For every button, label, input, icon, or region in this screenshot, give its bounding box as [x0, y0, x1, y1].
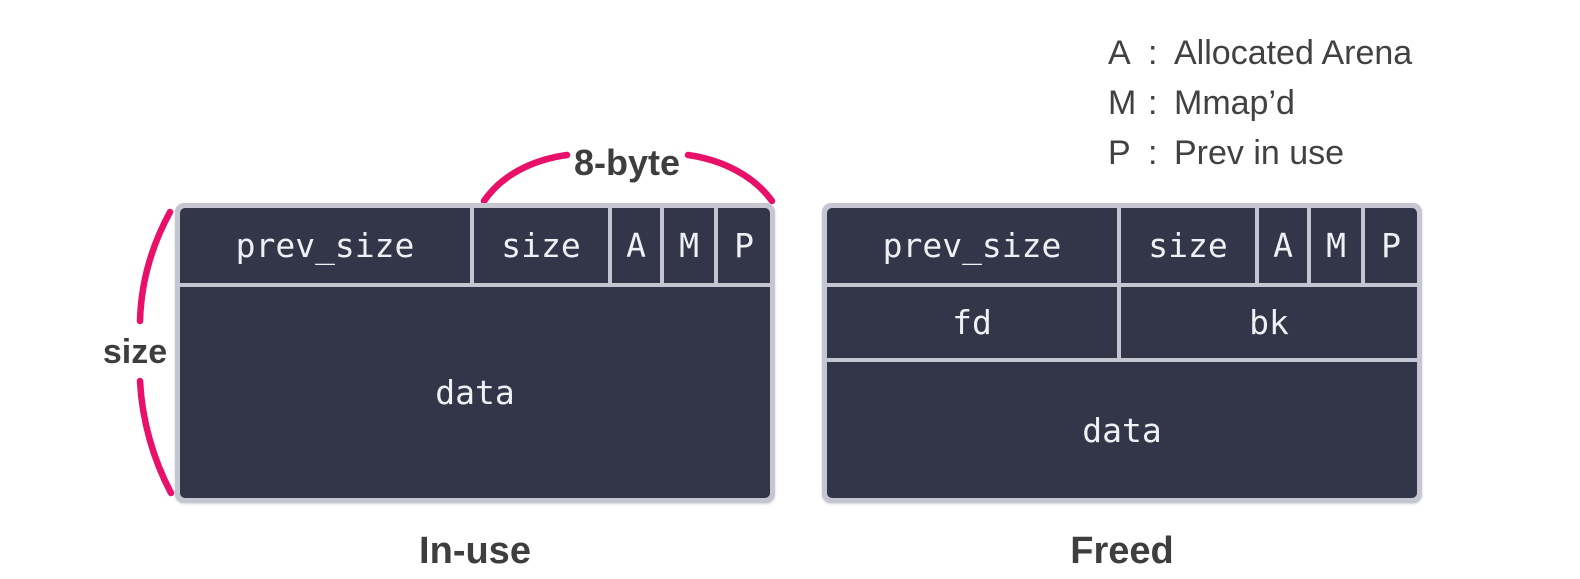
- freed-flag-a-cell: A: [1259, 208, 1307, 283]
- size-brace-bottom-arc: [136, 377, 175, 497]
- freed-chunk: prev_size size A M P fd bk data: [822, 203, 1422, 503]
- inuse-chunk-grid: prev_size size A M P data: [180, 208, 770, 498]
- legend-row-allocated-arena: A : Allocated Arena: [1108, 28, 1412, 78]
- inuse-caption: In-use: [419, 530, 531, 572]
- legend-colon: :: [1148, 83, 1158, 122]
- freed-fd-cell: fd: [827, 287, 1117, 358]
- chunk-size-label: size: [102, 333, 168, 371]
- inuse-flag-a-cell: A: [612, 208, 660, 283]
- inuse-prev-size-cell: prev_size: [180, 208, 470, 283]
- inuse-data-cell: data: [180, 287, 770, 498]
- legend-colon: :: [1148, 133, 1158, 172]
- legend: A : Allocated Arena M : Mmap’d P : Prev …: [1108, 28, 1412, 178]
- legend-row-prev-in-use: P : Prev in use: [1108, 128, 1412, 178]
- legend-key: P: [1108, 133, 1131, 172]
- legend-key: M: [1108, 83, 1137, 122]
- legend-label: Prev in use: [1174, 133, 1345, 172]
- inuse-chunk: prev_size size A M P data: [175, 203, 775, 503]
- inuse-size-cell: size: [474, 208, 608, 283]
- legend-key: A: [1108, 33, 1131, 72]
- freed-caption: Freed: [1070, 530, 1174, 572]
- freed-bk-cell: bk: [1121, 287, 1417, 358]
- inuse-flag-p-cell: P: [718, 208, 770, 283]
- legend-label: Mmap’d: [1174, 83, 1295, 122]
- legend-colon: :: [1148, 33, 1158, 72]
- freed-chunk-grid: prev_size size A M P fd bk data: [827, 208, 1417, 498]
- inuse-flag-m-cell: M: [664, 208, 714, 283]
- byte-size-label: 8-byte: [573, 142, 681, 183]
- legend-row-mmapd: M : Mmap’d: [1108, 78, 1412, 128]
- freed-flag-p-cell: P: [1365, 208, 1417, 283]
- legend-label: Allocated Arena: [1174, 33, 1413, 72]
- freed-size-cell: size: [1121, 208, 1255, 283]
- freed-prev-size-cell: prev_size: [827, 208, 1117, 283]
- freed-data-cell: data: [827, 362, 1417, 498]
- byte-brace-right-arc: [684, 151, 776, 205]
- size-brace-top-arc: [136, 208, 174, 325]
- freed-flag-m-cell: M: [1311, 208, 1361, 283]
